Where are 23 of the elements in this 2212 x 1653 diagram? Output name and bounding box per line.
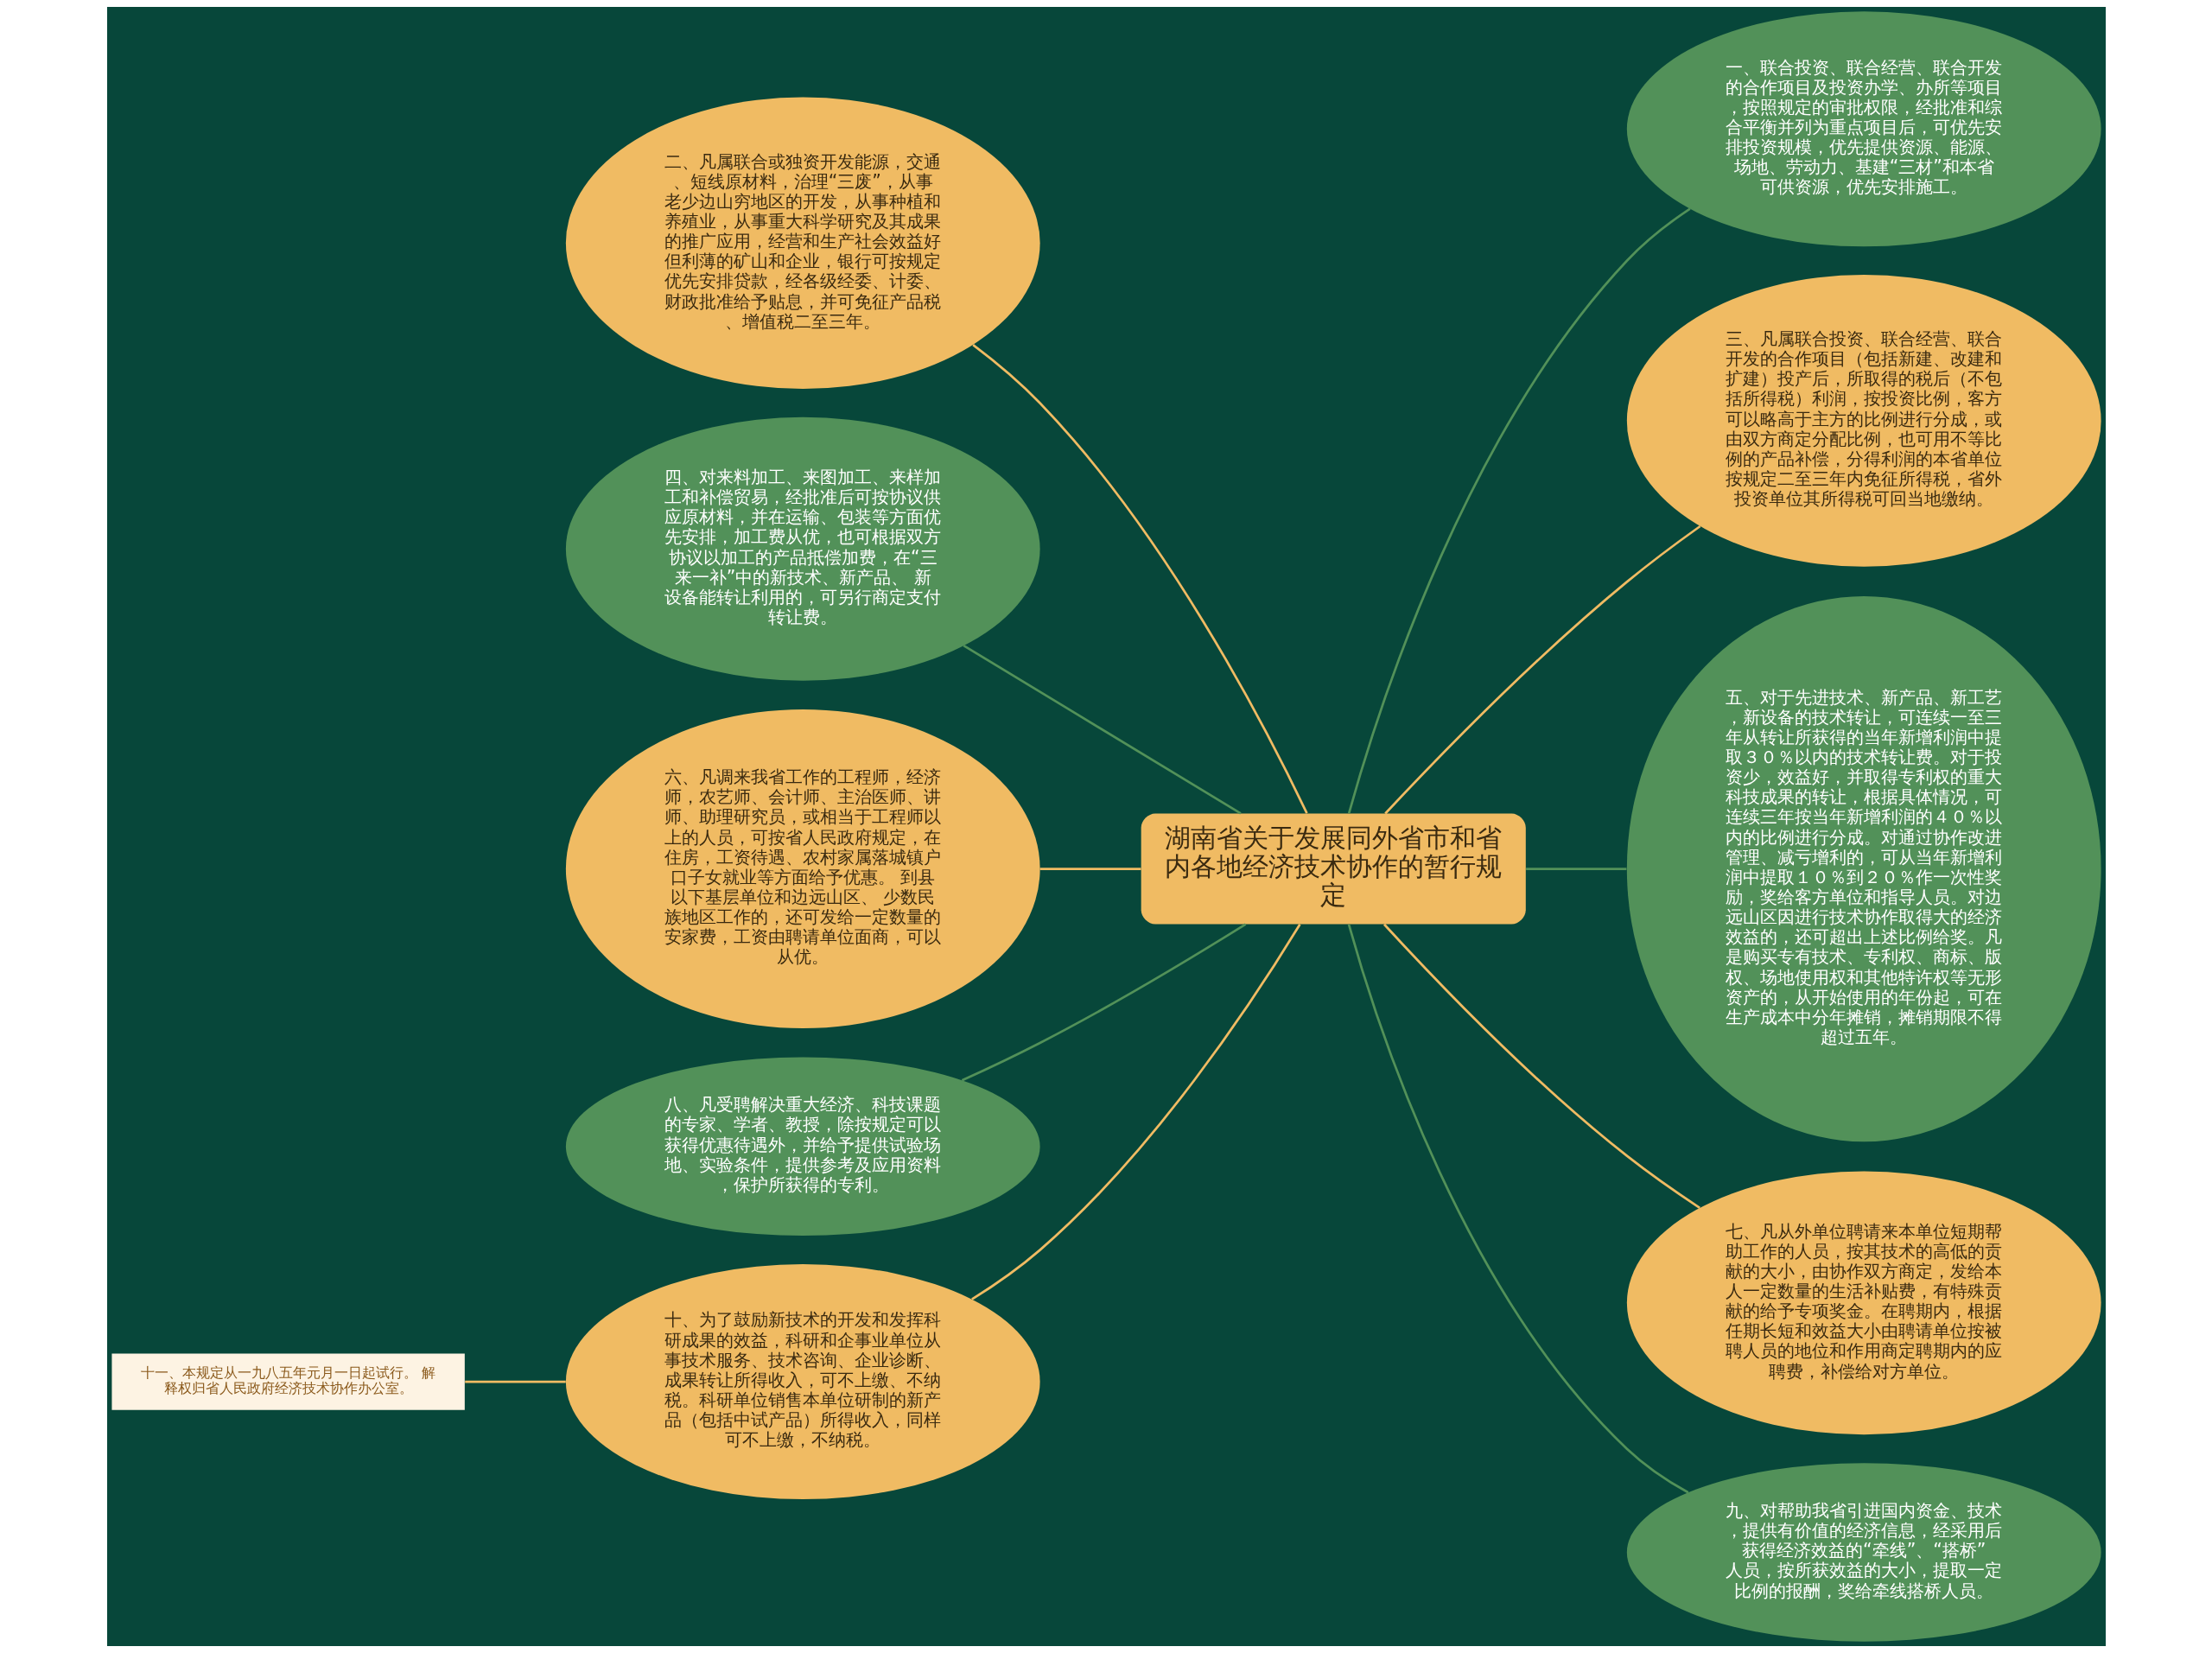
- connector: [1382, 923, 1700, 1209]
- node-ellipse: 二、凡属联合或独资开发能源，交通、短线原材料，治理“三废”，从事老少边山穷地区的开发，从事种植和养殖业，从事重大科学研究及其成果的推广应用，经营和生产社会效益好但利薄的矿山和企业，银行可按规定优先安排贷款，经各级经委、计委、财政批准给予贴息，并可免征产品税、增值税二至三年。: [565, 97, 1040, 390]
- connector: [464, 1380, 566, 1383]
- connector: [1347, 924, 1688, 1494]
- node-ellipse: 四、对来料加工、来图加工、来样加工和补偿贸易，经批准后可按协议供应原材料，并在运输、包装等方面优先安排，加工费从优，也可根据双方协议以加工的产品抵偿加费，在“三来一补”中的新技术、新产品、 新设备能转让利用的，可另行商定支付转让费。: [565, 416, 1040, 681]
- node-ellipse: 七、凡从外单位聘请来本单位短期帮助工作的人员，按其技术的高低的贡献的大小，由协作双方商定，发给本人一定数量的生活补贴费，有特殊贡献的给予专项奖金。在聘期内，根据任期长短和效益大小由聘请单位按被聘人员的地位和作用商定聘期内的应聘费，补偿给对方单位。: [1626, 1171, 2101, 1435]
- node-box: 湖南省关于发展同外省市和省内各地经济技术协作的暂行规定: [1141, 813, 1526, 925]
- node-ellipse: 一、联合投资、联合经营、联合开发的合作项目及投资办学、办所等项目，按照规定的审批权限，经批准和综合平衡并列为重点项目后，可优先安排投资规模，优先提供资源、能源、场地、劳动力、基建“三材”和本省可供资源，优先安排施工。: [1626, 11, 2101, 247]
- node-ellipse: 六、凡调来我省工作的工程师，经济师，农艺师、会计师、主治医师、讲师、助理研究员，或相当于工程师以上的人员，可按省人民政府规定，在住房，工资待遇、农村家属落城镇户口子女就业等方面给予优惠。 到县以下基层单位和边远山区、 少数民族地区工作的，还可发给一定数量的安家费，工资由聘请单位面商，可以从优。: [565, 709, 1040, 1029]
- connector: [1383, 525, 1700, 815]
- node-ellipse: 九、对帮助我省引进国内资金、技术，提供有价值的经济信息，经采用后获得经济效益的“牵线”、“搭桥”人员，按所获效益的大小，提取一定比例的报酬，奖给牵线搭桥人员。: [1626, 1463, 2101, 1642]
- node-ellipse: 八、凡受聘解决重大经济、科技课题的专家、学者、教授，除按规定可以获得优惠待遇外，并给予提供试验场地、实验条件，提供参考及应用资料，保护所获得的专利。: [565, 1057, 1040, 1236]
- connector: [963, 644, 1242, 815]
- node-box: 十一、本规定从一九八五年元月一日起试行。 解释权归省人民政府经济技术协作办公室。: [111, 1353, 465, 1410]
- connector: [970, 924, 1301, 1300]
- connector: [1347, 207, 1691, 814]
- connector: [1039, 868, 1141, 870]
- connector: [1525, 868, 1626, 870]
- node-ellipse: 五、对于先进技术、新产品、新工艺，新设备的技术转让，可连续一至三年从转让所获得的当年新增利润中提取３０％以内的技术转让费。对于投资少，效益好，并取得专利权的重大科技成果的转让，根据具体情况，可连续三年按当年新增利润的４０％以内的比例进行分成。对通过协作改进管理、减亏增利的，可从当年新增利润中提取１０％到２０％作一次性奖励，奖给客方单位和指导人员。对边远山区因进行技术协作取得大的经济效益的，还可超出上述比例给奖。凡是购买专有技术、专利权、商标、版权、场地使用权和其他特许权等无形资产的，从开始使用的年份起，可在生产成本中分年摊销，摊销期限不得超过五年。: [1626, 595, 2101, 1142]
- node-ellipse: 十、为了鼓励新技术的开发和发挥科研成果的效益，科研和企事业单位从事技术服务、技术咨询、企业诊断、成果转让所得收入，可不上缴、不纳税。科研单位销售本单位研制的新产品（包括中试产品）所得收入，同样可不上缴，不纳税。: [565, 1264, 1040, 1500]
- connector: [971, 344, 1308, 814]
- connector: [961, 923, 1246, 1082]
- node-ellipse: 三、凡属联合投资、联合经营、联合开发的合作项目（包括新建、改建和扩建）投产后，所取得的税后（不包括所得税）利润，按投资比例，客方可以略高于主方的比例进行分成，或由双方商定分配比例，也可用不等比例的产品补偿，分得利润的本省单位按规定二至三年内免征所得税，省外投资单位其所得税可回当地缴纳。: [1626, 275, 2101, 567]
